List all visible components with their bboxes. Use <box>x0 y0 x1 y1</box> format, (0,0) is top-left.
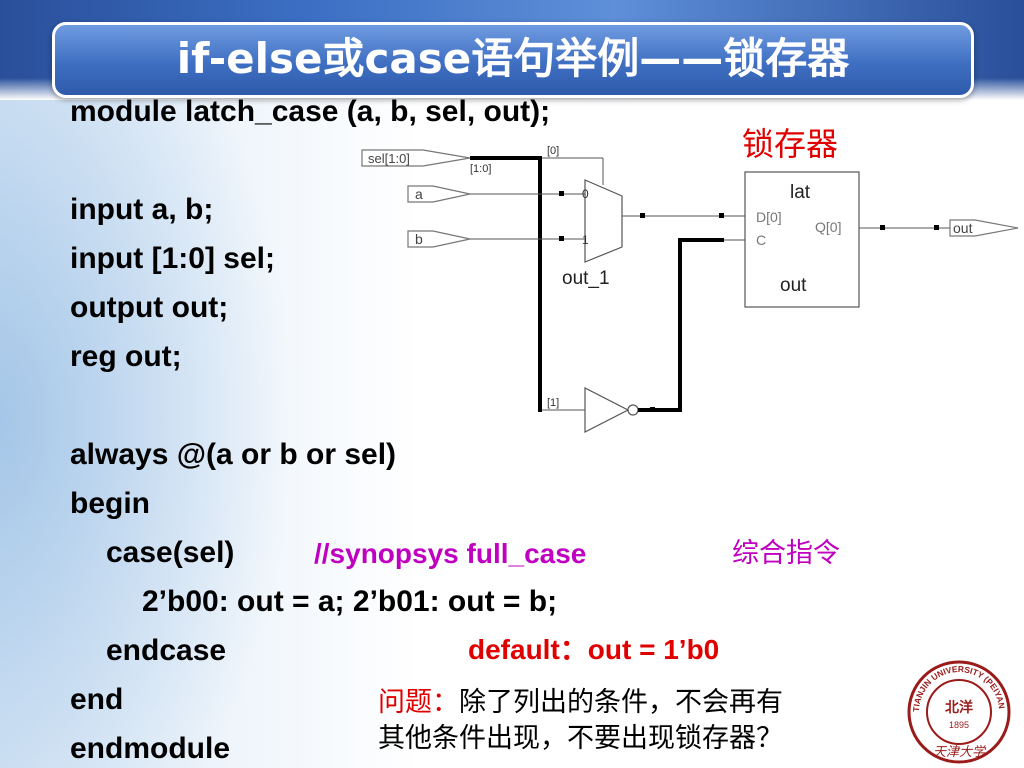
code-line-case-items: 2’b00: out = a; 2’b01: out = b; <box>142 585 558 618</box>
pin-a-dot <box>559 191 564 196</box>
mux-name: out_1 <box>562 268 610 289</box>
port-out-label: out <box>953 220 973 236</box>
seal-center: 北洋 <box>945 699 973 715</box>
page-title: if-else或case语句举例——锁存器 <box>176 34 850 83</box>
code-line-endcase: endcase <box>106 634 227 667</box>
code-line-always: always @(a or b or sel) <box>70 438 397 471</box>
latch-q: Q[0] <box>815 219 841 235</box>
default-line: default：out = 1’b0 <box>468 634 720 665</box>
latch-d: D[0] <box>756 209 782 225</box>
port-a-label: a <box>415 186 423 202</box>
code-line-end: end <box>70 683 124 716</box>
code-line-input-sel: input [1:0] sel; <box>70 242 276 275</box>
seal-signature: 天津大学 <box>933 744 987 759</box>
code-line-begin: begin <box>70 487 150 520</box>
question-line-1: 问题：除了列出的条件，不会再有 <box>378 686 783 720</box>
mux-body <box>584 179 623 263</box>
port-a <box>407 185 471 203</box>
code-line-case: case(sel) <box>106 536 235 569</box>
wire-dot-4 <box>934 225 939 230</box>
synopsys-note: 综合指令 <box>732 538 840 569</box>
port-out <box>949 219 1019 237</box>
code-line-input-ab: input a, b; <box>70 193 214 226</box>
synopsys-comment: //synopsys full_case <box>314 538 587 569</box>
code-line-module: module latch_case (a, b, sel, out); <box>70 95 551 128</box>
bus-label: [1:0] <box>470 163 491 175</box>
wire-dot-5 <box>650 407 655 412</box>
question-label: 问题： <box>378 687 459 718</box>
mux-in0: 0 <box>582 187 589 201</box>
latch-name: out <box>780 275 807 296</box>
code-line-reg: reg out; <box>70 340 182 373</box>
seal-inner-ring <box>926 679 992 745</box>
university-seal: TIANJIN UNIVERSITY (PEIYANG UNIVERSITY) … <box>907 660 1011 764</box>
latch-c: C <box>756 232 766 248</box>
wire-dot-3 <box>880 225 885 230</box>
bit0-label: [0] <box>547 145 559 157</box>
mux-in1: 1 <box>582 233 589 247</box>
wire-dot-2 <box>719 213 724 218</box>
port-b-label: b <box>415 231 423 247</box>
port-b <box>407 230 471 248</box>
title-bar: if-else或case语句举例——锁存器 <box>52 22 974 98</box>
latch-title: lat <box>790 182 811 203</box>
inverter-bubble <box>627 404 639 416</box>
question-text-2: 其他条件出现，不要出现锁存器？ <box>378 723 783 754</box>
bit1-label: [1] <box>547 397 559 409</box>
inverter-body <box>584 387 630 433</box>
question-text-1: 除了列出的条件，不会再有 <box>459 687 783 718</box>
seal-year: 1895 <box>949 720 969 730</box>
port-sel <box>361 149 471 167</box>
code-line-endmodule: endmodule <box>70 732 231 765</box>
code-line-output: output out; <box>70 291 229 324</box>
port-sel-label: sel[1:0] <box>368 151 410 166</box>
latch-label: 锁存器 <box>742 125 839 163</box>
wire-dot-1 <box>640 213 645 218</box>
pin-b-dot <box>559 236 564 241</box>
